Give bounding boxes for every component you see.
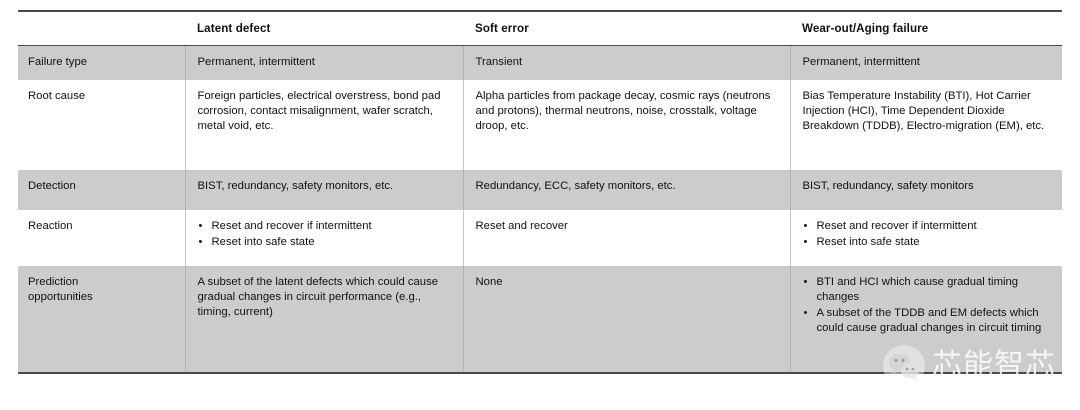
cell-root-cause-latent: Foreign particles, electrical overstress… bbox=[185, 80, 464, 170]
cell-reaction-soft: Reset and recover bbox=[463, 210, 791, 266]
row-label-detection: Detection bbox=[18, 170, 186, 210]
table-header: Latent defect Soft error Wear-out/Aging … bbox=[18, 10, 1062, 46]
comparison-table-container: Latent defect Soft error Wear-out/Aging … bbox=[18, 10, 1062, 374]
table-row: Failure type Permanent, intermittent Tra… bbox=[18, 45, 1062, 80]
bullet-item: • Reset and recover if intermittent bbox=[803, 219, 1051, 234]
bullet-text: BTI and HCI which cause gradual timing c… bbox=[816, 276, 1019, 304]
cell-reaction-latent: • Reset and recover if intermittent • Reset… bbox=[185, 210, 464, 266]
table-body: Failure type Permanent, intermittent Tra… bbox=[18, 45, 1062, 374]
row-label-reaction: Reaction bbox=[18, 210, 186, 266]
cell-detection-latent: BIST, redundancy, safety monitors, etc. bbox=[185, 170, 464, 210]
cell-prediction-latent: A subset of the latent defects which cou… bbox=[185, 266, 464, 374]
cell-prediction-wear: • BTI and HCI which cause gradual timing … bbox=[790, 266, 1062, 374]
column-header-latent-defect: Latent defect bbox=[185, 10, 463, 46]
failure-comparison-table: Latent defect Soft error Wear-out/Aging … bbox=[18, 10, 1062, 374]
row-label-prediction-opportunities: Prediction opportunities bbox=[18, 266, 186, 374]
bullet-list: • Reset and recover if intermittent • Reset… bbox=[198, 219, 451, 250]
bullet-dot-icon: • bbox=[803, 220, 808, 232]
table-row: Prediction opportunities A subset of the… bbox=[18, 266, 1062, 374]
row-label-text: Prediction opportunities bbox=[28, 276, 93, 304]
bullet-dot-icon: • bbox=[198, 236, 203, 249]
bullet-text: Reset and recover if intermittent bbox=[211, 220, 372, 232]
cell-reaction-wear: • Reset and recover if intermittent • Reset… bbox=[790, 210, 1062, 266]
cell-root-cause-soft: Alpha particles from package decay, cosm… bbox=[463, 80, 791, 170]
header-row: Latent defect Soft error Wear-out/Aging … bbox=[18, 10, 1062, 46]
bullet-list: • BTI and HCI which cause gradual timing … bbox=[803, 275, 1051, 336]
row-label-root-cause: Root cause bbox=[18, 80, 186, 170]
bullet-text: A subset of the TDDB and EM defects whic… bbox=[816, 307, 1042, 335]
bullet-dot-icon: • bbox=[803, 276, 808, 288]
cell-prediction-soft: None bbox=[463, 266, 791, 374]
bullet-text: Reset and recover if intermittent bbox=[816, 220, 977, 232]
column-header-wear-out-aging-failure: Wear-out/Aging failure bbox=[790, 10, 1062, 46]
cell-detection-wear: BIST, redundancy, safety monitors bbox=[790, 170, 1062, 210]
bullet-item: • BTI and HCI which cause gradual timing … bbox=[803, 275, 1051, 305]
bullet-dot-icon: • bbox=[198, 220, 203, 232]
cell-failure-type-latent: Permanent, intermittent bbox=[185, 45, 464, 80]
table-row: Detection BIST, redundancy, safety monit… bbox=[18, 170, 1062, 210]
bullet-dot-icon: • bbox=[803, 236, 808, 249]
bullet-item: • A subset of the TDDB and EM defects whi… bbox=[803, 306, 1051, 336]
bullet-item: • Reset into safe state bbox=[198, 235, 451, 250]
cell-detection-soft: Redundancy, ECC, safety monitors, etc. bbox=[463, 170, 791, 210]
cell-root-cause-wear: Bias Temperature Instability (BTI), Hot … bbox=[790, 80, 1062, 170]
bullet-text: Reset into safe state bbox=[816, 236, 920, 249]
bullet-text: Reset into safe state bbox=[211, 236, 315, 249]
bullet-dot-icon: • bbox=[803, 307, 808, 320]
table-row: Root cause Foreign particles, electrical… bbox=[18, 80, 1062, 170]
bullet-item: • Reset into safe state bbox=[803, 235, 1051, 250]
bullet-list: • Reset and recover if intermittent • Reset… bbox=[803, 219, 1051, 250]
column-header-blank bbox=[18, 10, 185, 46]
cell-failure-type-wear: Permanent, intermittent bbox=[790, 45, 1062, 80]
cell-failure-type-soft: Transient bbox=[463, 45, 791, 80]
bullet-item: • Reset and recover if intermittent bbox=[198, 219, 451, 234]
column-header-soft-error: Soft error bbox=[463, 10, 790, 46]
table-row: Reaction • Reset and recover if intermitt… bbox=[18, 210, 1062, 266]
row-label-failure-type: Failure type bbox=[18, 45, 186, 80]
